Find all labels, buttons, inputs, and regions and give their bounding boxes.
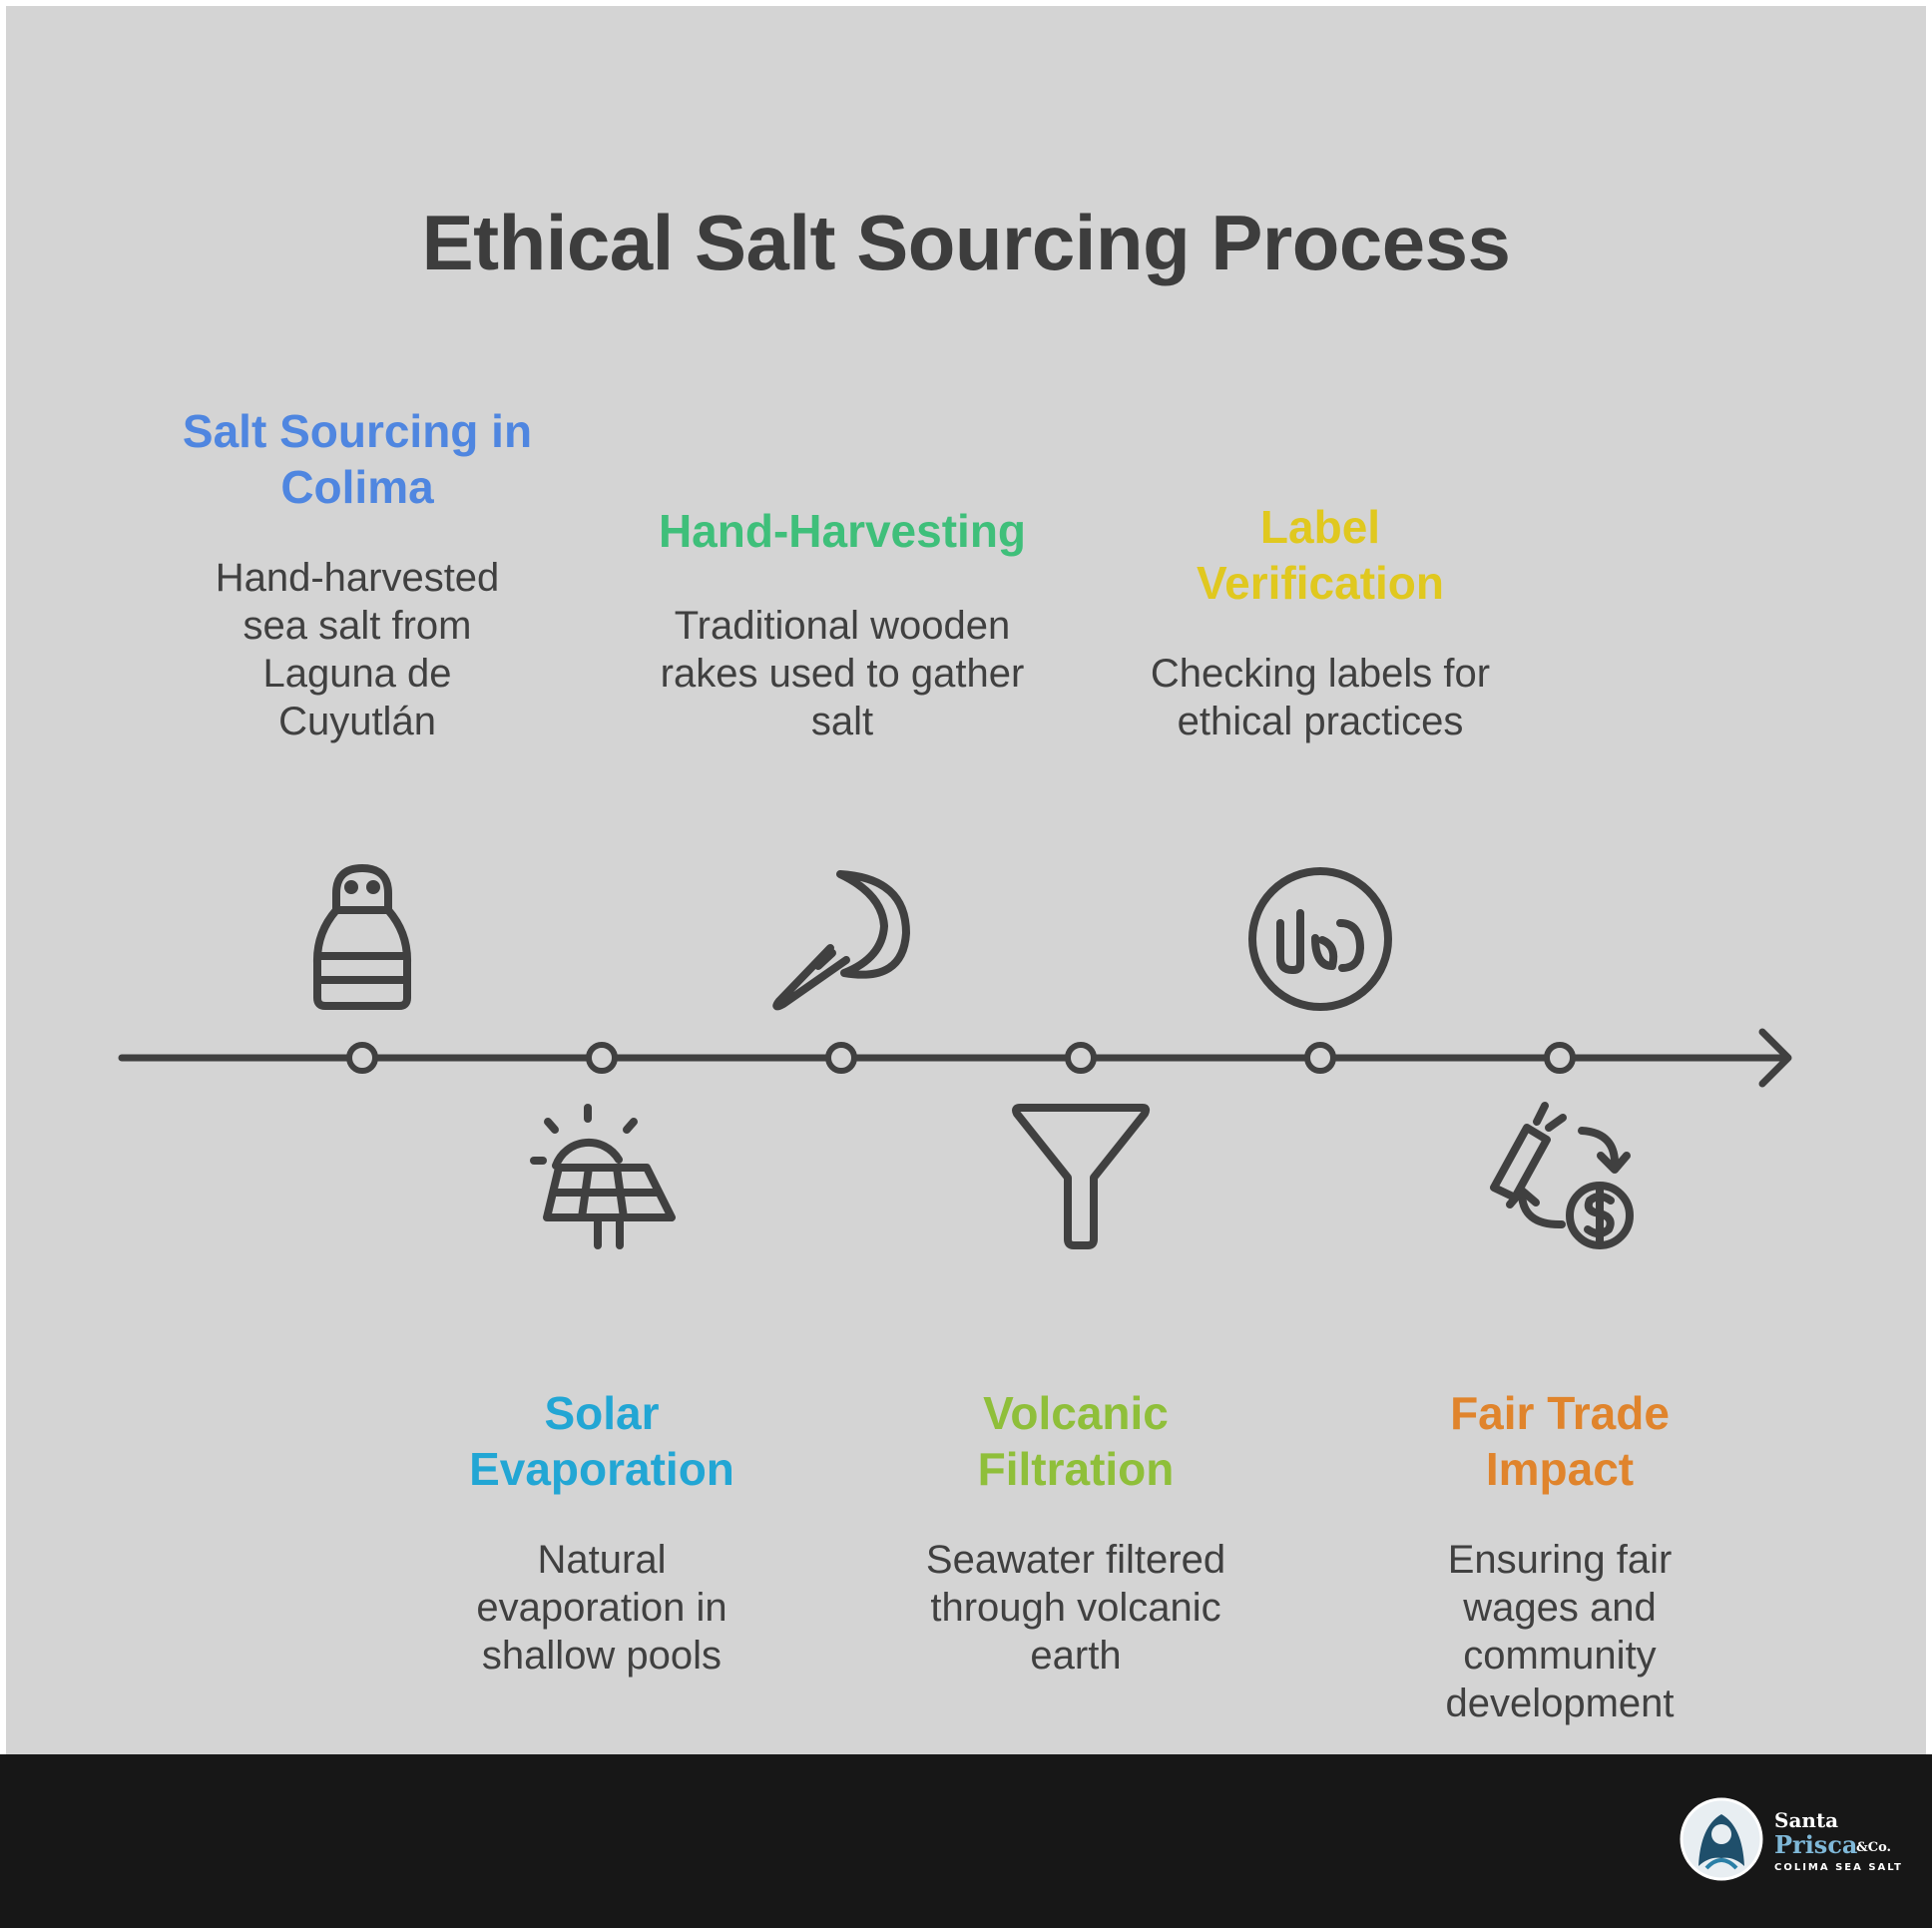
step-3-description: Traditional wooden rakes used to gather … <box>660 604 1025 743</box>
page-title: Ethical Salt Sourcing Process <box>421 199 1511 286</box>
step-1-title: Salt Sourcing in Colima <box>182 405 533 513</box>
timeline-node-4 <box>1065 1042 1097 1074</box>
timeline-arrowhead <box>1758 1028 1792 1088</box>
logo-line-santa: Santa <box>1774 1808 1839 1832</box>
logo-suffix: &Co. <box>1856 1840 1892 1855</box>
step-2-description: Natural evaporation in shallow pools <box>476 1538 727 1678</box>
step-6-title: Fair Trade Impact <box>1450 1387 1670 1495</box>
timeline-node-1 <box>346 1042 378 1074</box>
footer-bar <box>0 1754 1932 1928</box>
funnel-icon <box>1012 1104 1151 1249</box>
step-4-description: Seawater filtered through volcanic earth <box>925 1538 1226 1678</box>
solar-panel-icon <box>530 1104 676 1249</box>
timeline-node-2 <box>586 1042 618 1074</box>
step-1-description: Hand-harvested sea salt from Laguna de C… <box>215 556 500 743</box>
brand-logo: Santa Prisca &Co. COLIMA SEA SALT <box>1679 1796 1908 1886</box>
timeline-node-3 <box>825 1042 857 1074</box>
logo-line-prisca: Prisca <box>1774 1830 1858 1859</box>
step-4-title: Volcanic Filtration <box>977 1387 1175 1495</box>
logo-tagline: COLIMA SEA SALT <box>1774 1862 1903 1873</box>
timeline-node-6 <box>1544 1042 1576 1074</box>
halal-badge-icon <box>1248 867 1392 1011</box>
step-5-title: Label Verification <box>1197 501 1444 609</box>
diagram-canvas <box>6 6 1926 1754</box>
madonna-seal-icon <box>1680 1797 1763 1881</box>
timeline-diagram <box>118 864 1792 1249</box>
fair-trade-exchange-icon <box>1490 1102 1634 1249</box>
sickle-icon <box>772 870 910 1011</box>
step-3-title: Hand-Harvesting <box>658 505 1027 557</box>
step-5-description: Checking labels for ethical practices <box>1150 652 1491 743</box>
step-6-description: Ensuring fair wages and community develo… <box>1445 1538 1675 1725</box>
step-2-title: Solar Evaporation <box>469 1387 734 1495</box>
timeline-node-5 <box>1304 1042 1336 1074</box>
salt-shaker-icon <box>312 864 412 1010</box>
